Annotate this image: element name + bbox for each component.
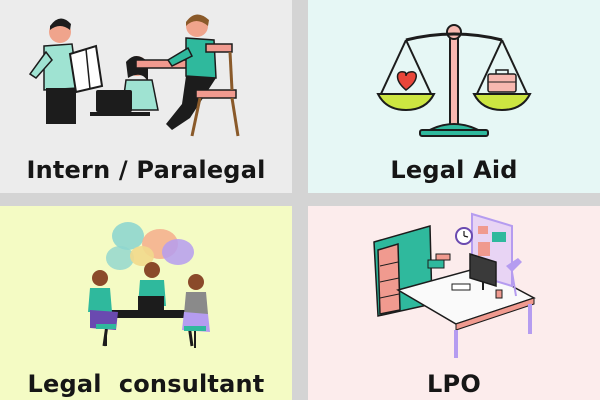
tile-lpo[interactable]: LPO [308,206,600,400]
tile-intern-paralegal[interactable]: Intern / Paralegal [0,0,292,193]
tile-label: Intern / Paralegal [26,156,266,184]
tile-label: Legal consultant [27,370,265,398]
tile-legal-consultant[interactable]: Legal consultant [0,206,292,400]
tile-label: LPO [427,370,481,398]
office-desk-illustration [373,212,536,358]
intern-paralegal-illustration [28,14,240,137]
scales-of-justice-icon [376,24,532,137]
tile-label: Legal Aid [390,156,518,184]
team-discussion-illustration [88,222,210,348]
tile-legal-aid[interactable]: Legal Aid [308,0,600,193]
